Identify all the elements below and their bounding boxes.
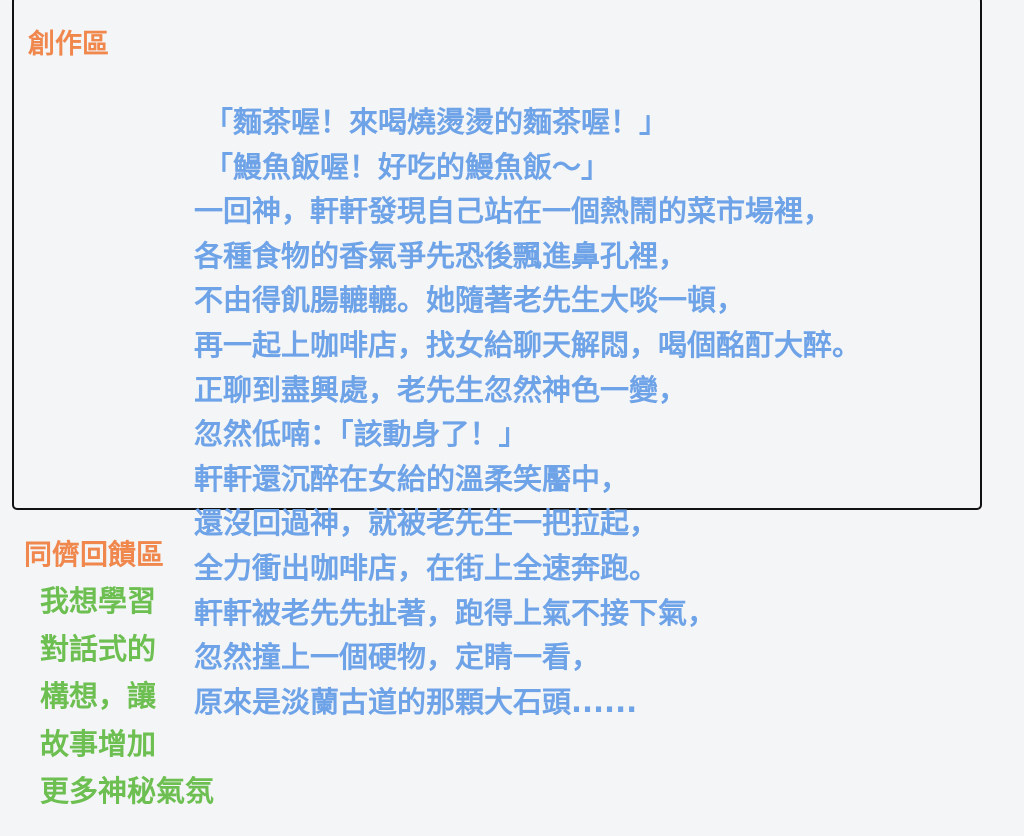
story-line: 正聊到盡興處，老先生忽然神色一變，: [194, 372, 688, 407]
story-line: 不由得飢腸轆轆。她隨著老先生大啖一頓，: [194, 283, 746, 318]
creation-area-title: 創作區: [28, 29, 109, 60]
feedback-line: 對話式的: [40, 631, 157, 666]
story-line: 軒軒被老先先扯著，跑得上氣不接下氣，: [194, 595, 717, 630]
story-line: 「鰻魚飯喔！好吃的鰻魚飯～」: [204, 149, 611, 184]
story-line: 全力衝出咖啡店，在街上全速奔跑。: [194, 550, 659, 585]
story-line: 「麵茶喔！來喝燒燙燙的麵茶喔！」: [204, 105, 669, 139]
story-line: 忽然低喃：「該動身了！」: [194, 417, 528, 452]
story-text: 「麵茶喔！來喝燒燙燙的麵茶喔！」 「鰻魚飯喔！好吃的鰻魚飯～」 一回神，軒軒發現…: [194, 100, 861, 724]
feedback-line: 故事增加: [40, 726, 157, 761]
creation-area-frame: [12, 0, 982, 510]
story-line: 原來是淡蘭古道的那顆大石頭......: [194, 684, 638, 719]
story-line: 一回神，軒軒發現自己站在一個熱鬧的菜市場裡，: [194, 194, 833, 229]
story-line: 再一起上咖啡店，找女給聊天解悶，喝個酩酊大醉。: [194, 327, 862, 362]
story-line: 忽然撞上一個硬物，定睛一看，: [194, 640, 601, 675]
feedback-area-title: 同儕回饋區: [24, 538, 165, 571]
feedback-line: 我想學習: [40, 584, 157, 618]
feedback-line: 更多神秘氣氛: [40, 774, 215, 808]
story-line: 還沒回過神，就被老先生一把拉起，: [194, 506, 659, 541]
feedback-line: 構想，讓: [40, 679, 157, 713]
story-line: 軒軒還沉醉在女給的溫柔笑靨中，: [194, 461, 630, 496]
story-line: 各種食物的香氣爭先恐後飄進鼻孔裡，: [194, 238, 688, 273]
feedback-text: 我想學習 對話式的 構想，讓 故事增加 更多神秘氣氛: [40, 578, 214, 816]
